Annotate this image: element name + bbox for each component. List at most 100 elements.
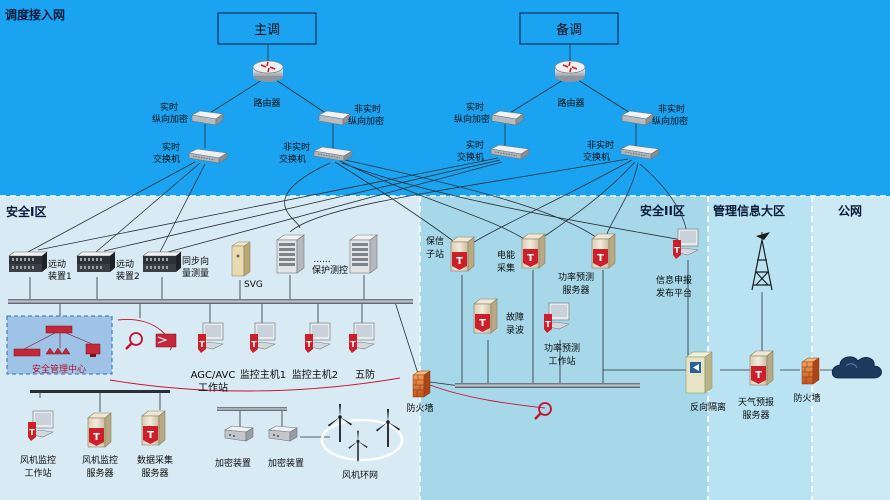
zone-title-safety1: 安全I区	[6, 204, 46, 219]
backup-nrt-encrypt-label-2: 纵向加密	[652, 115, 688, 127]
security-center-label: 安全管理中心	[32, 363, 86, 375]
protection-dots: ......	[313, 255, 330, 265]
master-nrt-encrypt-label-1: 非实时	[354, 103, 381, 115]
zone-borders	[0, 195, 890, 500]
backup-rt-switch-label-2: 交换机	[457, 151, 484, 163]
wind-workstation-label-1: 风机监控	[20, 454, 56, 466]
weather-server-icon[interactable]	[749, 350, 774, 386]
mgmt-firewall-icon[interactable]	[801, 357, 820, 385]
telecontrol-2-label-1: 远动	[116, 259, 134, 270]
fault-recorder-label-1: 故障	[506, 311, 524, 323]
encrypt-bus	[217, 407, 287, 411]
host2-label: 监控主机2	[292, 368, 338, 381]
encrypt-device-1-icon[interactable]	[224, 425, 254, 442]
forecast-server-label-2: 服务器	[562, 284, 589, 296]
agc-workstation-label-1: AGC/AVC	[191, 370, 236, 381]
info-report-platform-label-2: 发布平台	[656, 287, 692, 299]
master-router-label: 路由器	[253, 97, 280, 109]
encrypt-device-2-label: 加密装置	[268, 457, 304, 469]
protection-label: 保护测控	[312, 264, 348, 276]
audit-device-icon[interactable]	[155, 333, 177, 348]
protection-cabinet-1-icon[interactable]	[276, 234, 305, 274]
backup-nrt-encrypt-label-1: 非实时	[658, 103, 685, 115]
master-dispatch-box[interactable]	[217, 12, 317, 45]
public-zone-bg	[812, 196, 890, 500]
backup-rt-encrypt-label-2: 纵向加密	[454, 113, 490, 125]
reverse-isolation-label: 反向隔离	[690, 401, 726, 413]
master-rt-switch-label-1: 实时	[162, 141, 180, 153]
zone1-firewall-icon[interactable]	[412, 370, 431, 398]
cloud-icon	[831, 356, 882, 379]
data-server-label-1: 数据采集	[137, 454, 173, 466]
encrypt-device-2-icon[interactable]	[268, 425, 298, 442]
backup-dispatch-label: 备调	[556, 22, 582, 38]
host1-label: 监控主机1	[240, 368, 286, 381]
telecontrol-1-label-2: 装置1	[48, 270, 72, 282]
master-rt-encrypt-label-2: 纵向加密	[152, 113, 188, 125]
relay-substation-label-2: 子站	[426, 248, 444, 260]
dispatch-zone-bg	[0, 0, 890, 196]
zone-title-safety2: 安全II区	[640, 203, 685, 218]
wind-bus	[30, 390, 170, 393]
data-server-label-2: 服务器	[141, 467, 168, 479]
backup-nrt-switch-label-1: 非实时	[587, 139, 614, 151]
master-rt-switch-label-2: 交换机	[153, 153, 180, 165]
data-server-icon[interactable]	[141, 410, 166, 446]
fault-recorder-icon[interactable]	[473, 298, 498, 334]
backup-rt-encrypt-label-1: 实时	[466, 101, 484, 113]
weather-server-label-1: 天气预报	[738, 396, 774, 408]
pmu-label-1: 同步向	[182, 255, 209, 267]
weather-server-label-2: 服务器	[742, 409, 769, 421]
master-nrt-switch-label-2: 交换机	[279, 153, 306, 165]
backup-router-label: 路由器	[557, 97, 584, 109]
svg-device-icon[interactable]	[231, 241, 251, 277]
backup-router-icon[interactable]	[554, 60, 586, 83]
wind-workstation-label-2: 工作站	[24, 467, 51, 479]
master-nrt-encrypt-label-2: 纵向加密	[348, 115, 384, 127]
pmu-icon[interactable]	[142, 251, 182, 273]
security-center-devices	[13, 325, 101, 357]
wind-server-label-1: 风机监控	[82, 454, 118, 466]
svg-device-label: SVG	[244, 280, 263, 290]
relay-substation-label-1: 保信	[426, 235, 444, 247]
protection-cabinet-2-icon[interactable]	[349, 234, 378, 274]
weather-tower-icon	[751, 232, 773, 291]
agc-workstation-label-2: 工作站	[198, 381, 228, 394]
master-router-icon[interactable]	[252, 60, 284, 83]
wind-ring-network	[320, 418, 404, 462]
master-rt-encrypt-label-1: 实时	[160, 101, 178, 113]
energy-collect-icon[interactable]	[521, 233, 546, 269]
zone1-firewall-label: 防火墙	[406, 402, 433, 414]
forecast-server-icon[interactable]	[591, 233, 616, 269]
telecontrol-1-icon[interactable]	[8, 251, 48, 273]
master-nrt-switch-label-1: 非实时	[283, 141, 310, 153]
mgmt-firewall-label: 防火墙	[793, 392, 820, 404]
forecast-server-label-1: 功率预测	[558, 271, 594, 283]
encrypt-device-1-label: 加密装置	[215, 457, 251, 469]
relay-substation-icon[interactable]	[450, 236, 475, 272]
reverse-isolation-icon[interactable]	[685, 351, 713, 394]
zone2-bus	[455, 383, 640, 388]
telecontrol-2-label-2: 装置2	[116, 270, 140, 282]
zone1-bus	[8, 299, 413, 304]
pmu-label-2: 量测量	[182, 268, 209, 279]
telecontrol-2-icon[interactable]	[76, 251, 116, 273]
forecast-workstation-label-1: 功率预测	[544, 342, 580, 354]
master-dispatch-label: 主调	[254, 23, 280, 38]
backup-rt-switch-label-1: 实时	[466, 139, 484, 151]
backup-nrt-switch-label-2: 交换机	[583, 151, 610, 163]
wind-ring-label: 风机环网	[342, 469, 378, 481]
info-report-platform-label-1: 信息申报	[656, 274, 692, 286]
mgmt-zone-bg	[708, 196, 812, 500]
telecontrol-1-label-1: 远动	[48, 259, 66, 270]
zone-title-dispatch: 调度接入网	[5, 7, 65, 22]
fault-recorder-label-2: 录波	[506, 324, 524, 336]
wind-server-icon[interactable]	[87, 412, 112, 448]
zone-title-mgmt: 管理信息大区	[713, 203, 785, 218]
wind-server-label-2: 服务器	[86, 467, 113, 479]
five-prevention-label: 五防	[355, 368, 375, 381]
backup-dispatch-box[interactable]	[519, 12, 619, 45]
energy-collect-label-1: 电能	[497, 249, 515, 261]
forecast-workstation-label-2: 工作站	[548, 355, 575, 367]
